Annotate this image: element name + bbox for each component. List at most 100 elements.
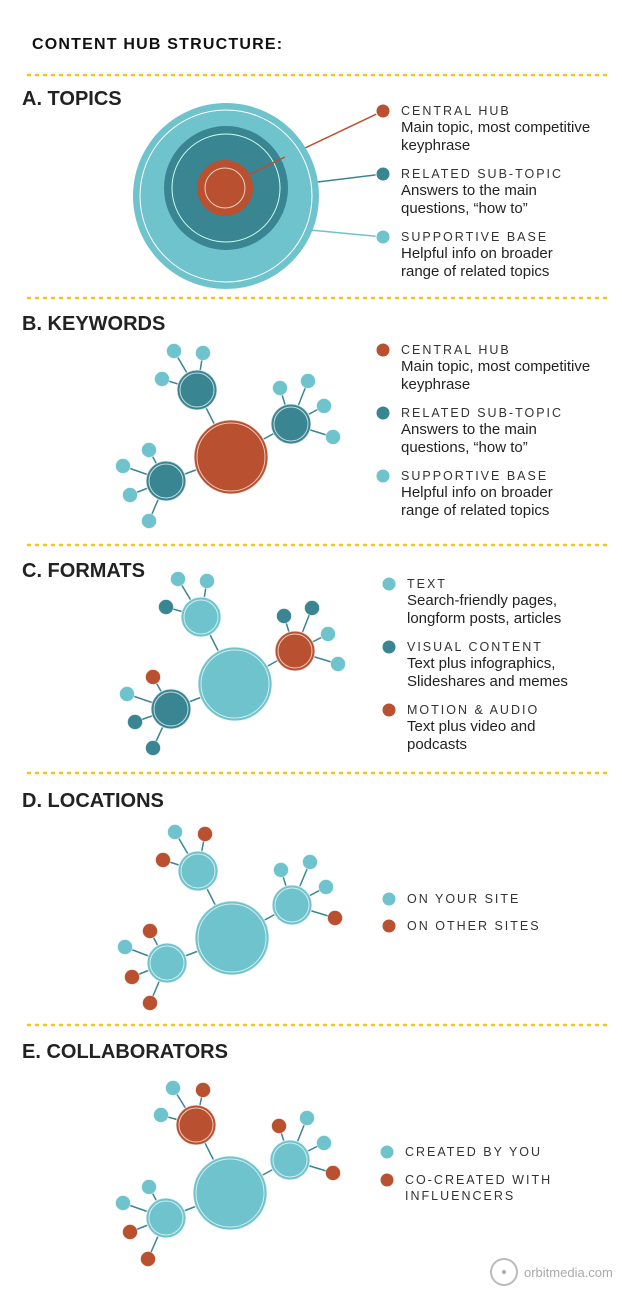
leaf-node — [304, 600, 320, 616]
leaf-node — [141, 1179, 157, 1195]
leaf-node — [318, 879, 334, 895]
heading-locations: D. LOCATIONS — [22, 790, 164, 812]
leaf-node — [141, 513, 157, 529]
legend-description: Helpful info on broader range of related… — [401, 245, 553, 280]
node-ring — [149, 945, 185, 981]
leaf-node — [195, 1082, 211, 1098]
legend-label: CENTRAL HUB — [401, 343, 511, 357]
legend-label: ON YOUR SITE — [407, 892, 521, 906]
leaf-node — [155, 852, 171, 868]
node-ring — [273, 406, 309, 442]
legend-item: CREATED BY YOU — [405, 1144, 595, 1160]
leaf-node — [325, 1165, 341, 1181]
leaf-node — [300, 373, 316, 389]
legend-description: Main topic, most competitive keyphrase — [401, 358, 591, 393]
hub-node — [192, 1155, 268, 1231]
sub-node — [271, 884, 313, 926]
legend-label: SUPPORTIVE BASE — [401, 230, 549, 244]
legend-label: CENTRAL HUB — [401, 104, 511, 118]
leaf-node — [117, 939, 133, 955]
legend-label: SUPPORTIVE BASE — [401, 469, 549, 483]
heading-collaborators: E. COLLABORATORS — [22, 1041, 228, 1063]
leaf-node — [272, 380, 288, 396]
leaf-node — [154, 371, 170, 387]
leaf-node — [145, 669, 161, 685]
connector-line — [309, 229, 384, 238]
leaf-node — [127, 714, 143, 730]
logo-text: orbitmedia.com — [524, 1264, 613, 1280]
leaf-node — [170, 571, 186, 587]
sub-node — [150, 688, 192, 730]
node-ring — [148, 1200, 184, 1236]
heading-keywords: B. KEYWORDS — [22, 313, 166, 335]
leaf-node — [325, 429, 341, 445]
legend-description: Answers to the main questions, “how to” — [401, 182, 537, 217]
legend-dot-dark-teal — [375, 166, 391, 182]
leaf-node — [145, 740, 161, 756]
leaf-node — [195, 345, 211, 361]
hub-node — [197, 646, 273, 722]
legend-dot-light-teal — [375, 229, 391, 245]
leaf-node — [119, 686, 135, 702]
sub-node — [145, 460, 187, 502]
legend-dot-dark-teal — [381, 639, 397, 655]
legend-item: ON OTHER SITES — [407, 918, 597, 934]
node-ring — [274, 887, 310, 923]
ring-outline — [171, 133, 281, 243]
legend-description: Main topic, most competitive keyphrase — [401, 119, 591, 154]
legend-description: Text plus video and podcasts — [407, 718, 536, 753]
hub-node — [193, 419, 269, 495]
sub-node — [180, 596, 222, 638]
leaf-node — [320, 626, 336, 642]
node-ring — [153, 691, 189, 727]
leaf-node — [165, 1080, 181, 1096]
orbit-icon — [490, 1258, 518, 1286]
ring-outline — [139, 109, 313, 283]
legend-label: TEXT — [407, 577, 447, 591]
leaf-node — [140, 1251, 156, 1267]
node-ring — [183, 599, 219, 635]
legend-dot-orange — [375, 103, 391, 119]
leaf-node — [124, 969, 140, 985]
legend-item: CO-CREATED WITH INFLUENCERS — [405, 1172, 595, 1204]
legend-label: VISUAL CONTENT — [407, 640, 543, 654]
leaf-node — [271, 1118, 287, 1134]
leaf-node — [153, 1107, 169, 1123]
leaf-node — [115, 458, 131, 474]
node-ring — [148, 463, 184, 499]
leaf-node — [302, 854, 318, 870]
leaf-node — [122, 1224, 138, 1240]
leaf-node — [115, 1195, 131, 1211]
legend-label: CREATED BY YOU — [405, 1145, 543, 1159]
leaf-node — [141, 442, 157, 458]
sub-node — [146, 942, 188, 984]
legend-label: ON OTHER SITES — [407, 919, 541, 933]
leaf-node — [276, 608, 292, 624]
legend-dot-light-teal — [375, 468, 391, 484]
legend-dot-orange — [381, 918, 397, 934]
connector-line — [245, 156, 286, 177]
sub-node — [176, 369, 218, 411]
page-title: CONTENT HUB STRUCTURE: — [32, 36, 284, 53]
legend-dot-light-teal — [381, 891, 397, 907]
legend-dot-light-teal — [379, 1144, 395, 1160]
legend-dot-orange — [381, 702, 397, 718]
leaf-node — [158, 599, 174, 615]
leaf-node — [142, 995, 158, 1011]
legend-description: Helpful info on broader range of related… — [401, 484, 553, 519]
leaf-node — [122, 487, 138, 503]
sub-node — [269, 1139, 311, 1181]
leaf-node — [197, 826, 213, 842]
heading-topics: A. TOPICS — [22, 88, 122, 110]
legend-description: Search-friendly pages, longform posts, a… — [407, 592, 562, 627]
legend-description: Answers to the main questions, “how to” — [401, 421, 537, 456]
legend-label: CO-CREATED WITH INFLUENCERS — [405, 1173, 553, 1203]
